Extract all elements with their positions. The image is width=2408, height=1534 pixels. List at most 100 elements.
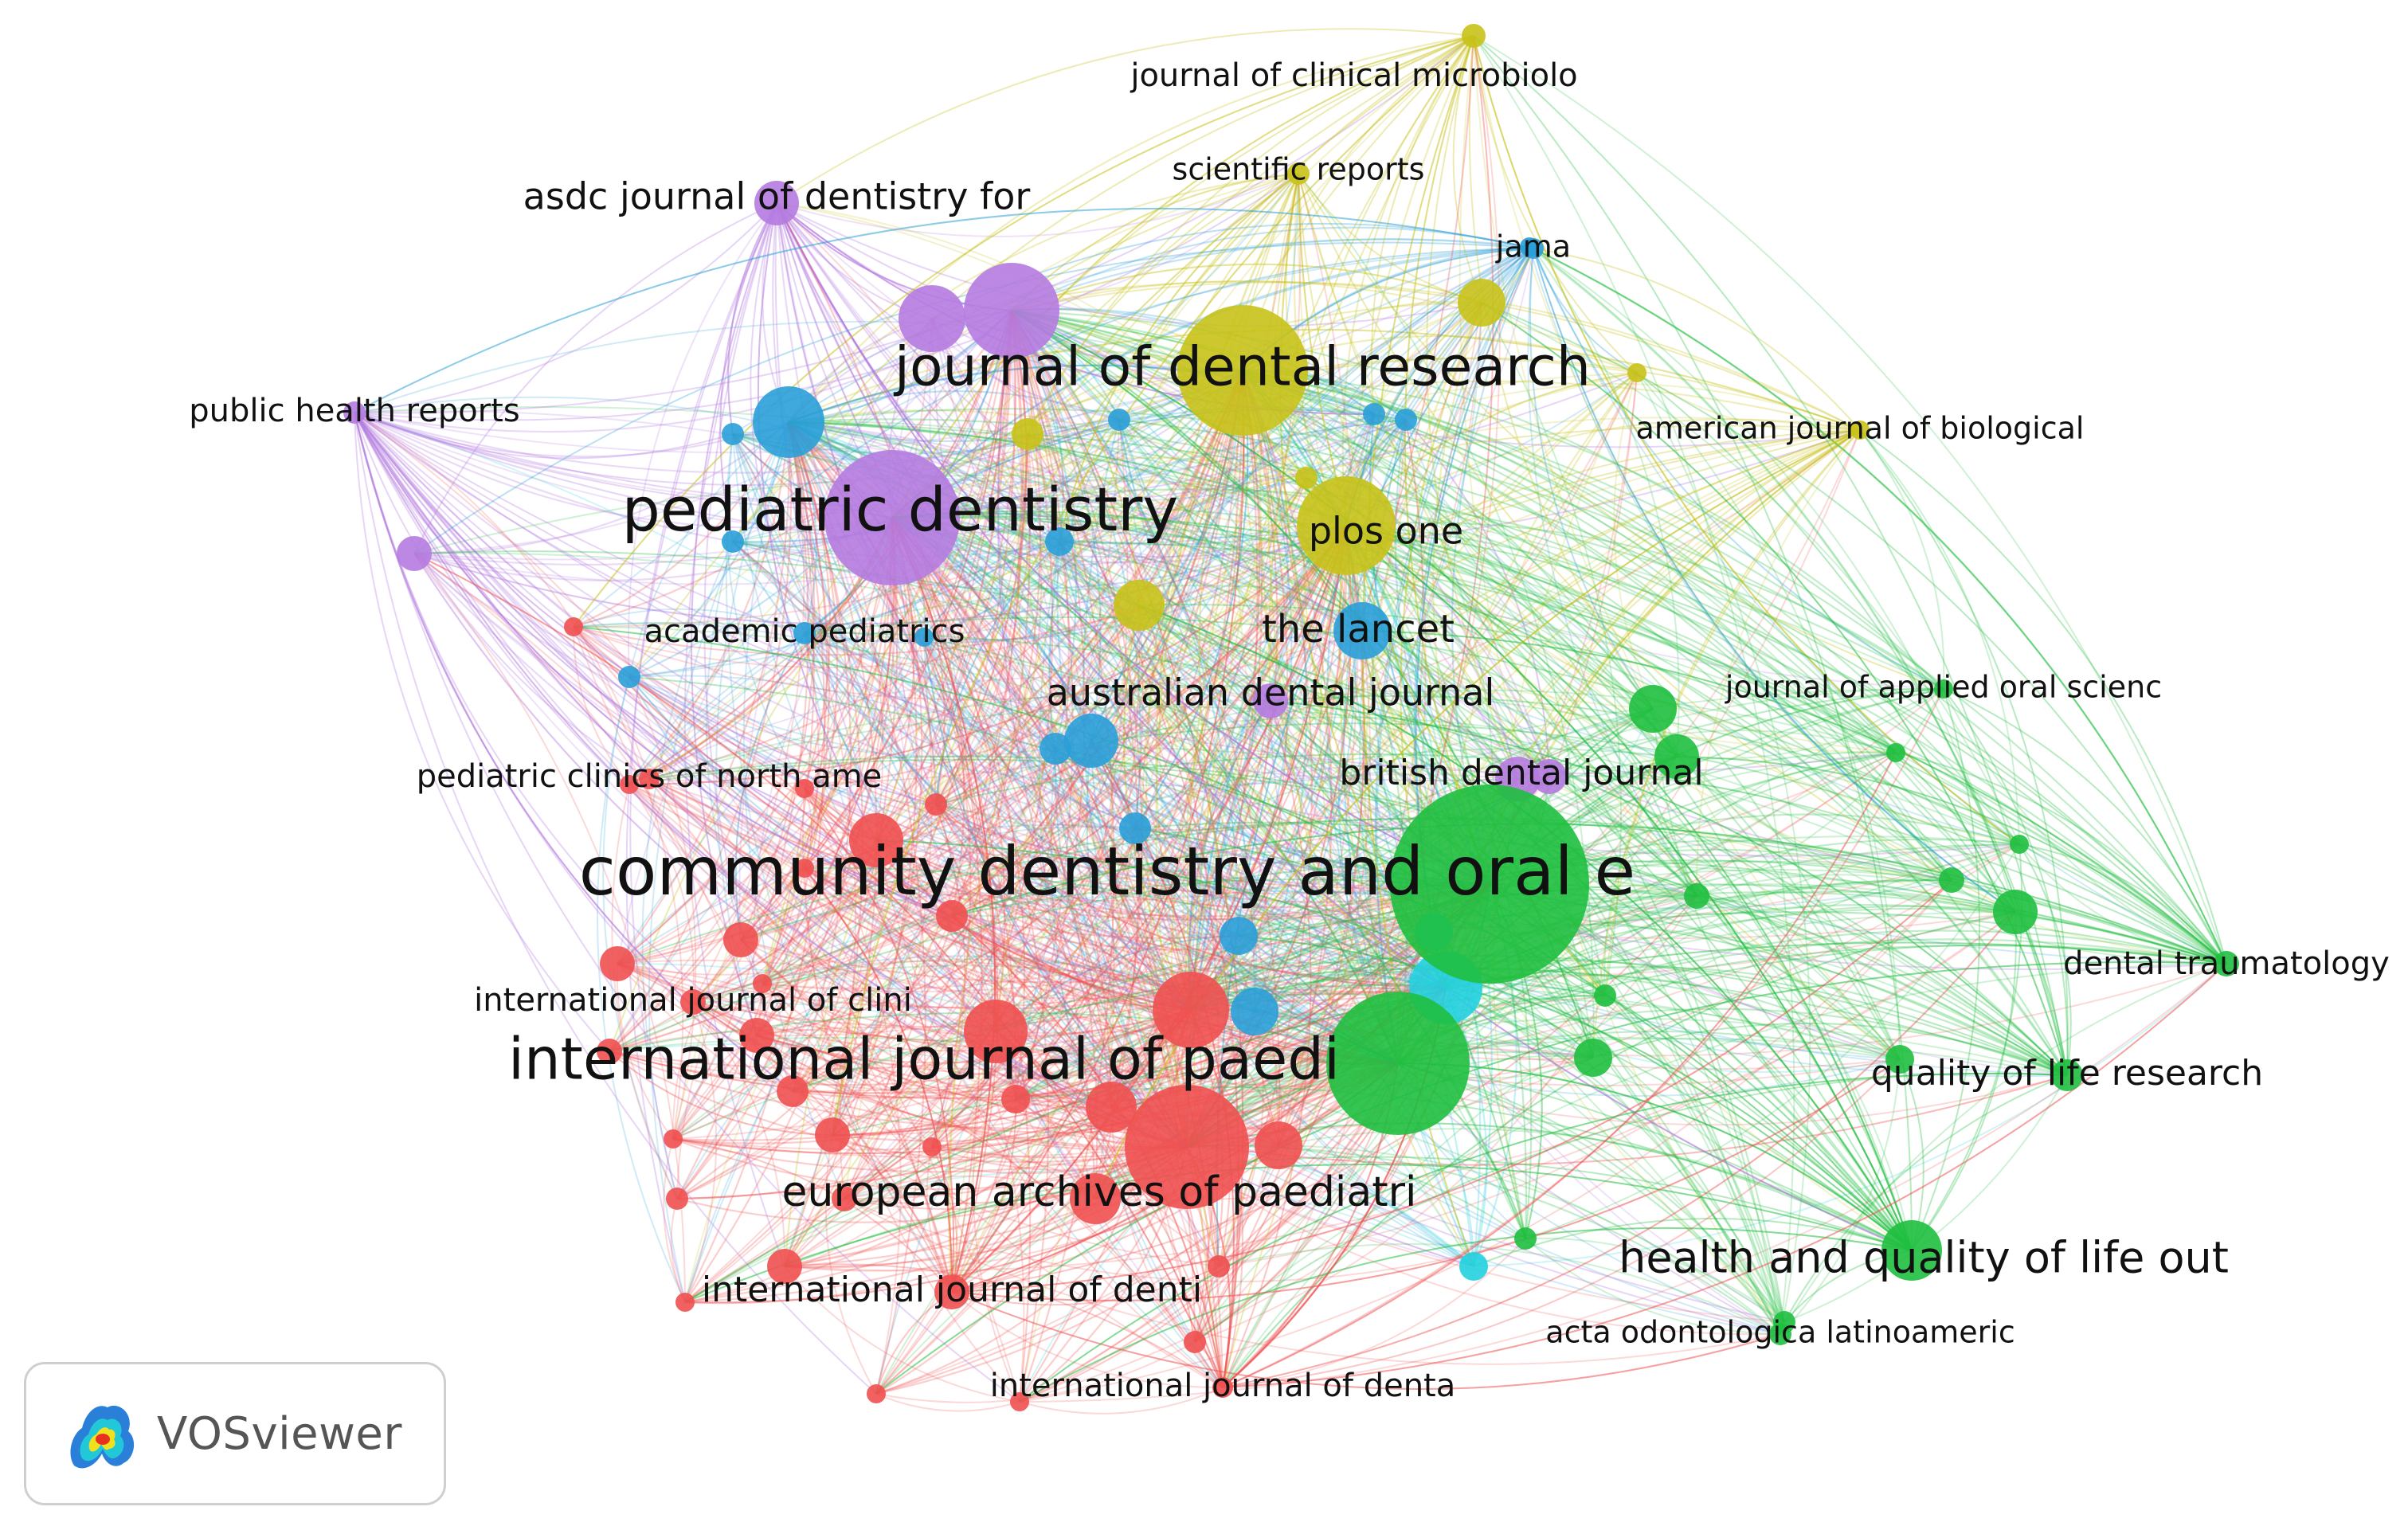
node-ijpd[interactable]	[1326, 992, 1470, 1135]
network-node[interactable]	[1108, 409, 1130, 431]
network-link	[1090, 173, 1299, 742]
network-node[interactable]	[675, 1293, 695, 1312]
network-node[interactable]	[1208, 1255, 1230, 1278]
network-link	[1019, 372, 1638, 1403]
network-node[interactable]	[753, 386, 824, 458]
node-pd[interactable]	[824, 450, 960, 585]
network-link	[740, 882, 1490, 984]
node-hqlo[interactable]	[1881, 1220, 1942, 1281]
network-node[interactable]	[1125, 1085, 1249, 1209]
network-node[interactable]	[925, 793, 947, 816]
node-cdoe[interactable]	[1390, 785, 1589, 984]
network-node[interactable]	[666, 1188, 688, 1210]
network-node[interactable]	[1459, 1252, 1488, 1281]
network-node[interactable]	[1045, 527, 1074, 556]
network-link	[1138, 605, 1594, 1059]
node-sr[interactable]	[1287, 162, 1310, 185]
network-node[interactable]	[722, 423, 744, 445]
network-node[interactable]	[2010, 835, 2029, 854]
node-ijdenta[interactable]	[1212, 1377, 1233, 1398]
network-node[interactable]	[899, 285, 965, 352]
network-node[interactable]	[1993, 890, 2038, 934]
network-link	[573, 622, 1056, 749]
node-ajb[interactable]	[1850, 421, 1870, 440]
node-pcna[interactable]	[639, 769, 660, 789]
network-node[interactable]	[1184, 1331, 1206, 1353]
network-node[interactable]	[1114, 580, 1165, 631]
network-node[interactable]	[618, 666, 640, 688]
network-node[interactable]	[620, 775, 639, 794]
network-node[interactable]	[1010, 1392, 1029, 1411]
network-node[interactable]	[1886, 743, 1905, 762]
network-node[interactable]	[564, 617, 583, 636]
network-node[interactable]	[849, 813, 903, 867]
network-node[interactable]	[1086, 1082, 1137, 1133]
network-node[interactable]	[1885, 1045, 1914, 1074]
network-node[interactable]	[722, 530, 744, 553]
node-plos[interactable]	[1297, 476, 1396, 575]
network-node[interactable]	[1627, 363, 1646, 382]
network-node[interactable]	[753, 974, 772, 993]
node-asdc[interactable]	[754, 181, 799, 225]
network-node[interactable]	[1395, 409, 1417, 431]
network-node[interactable]	[1684, 883, 1709, 909]
node-dt[interactable]	[2214, 951, 2239, 976]
node-ijclin[interactable]	[680, 989, 706, 1015]
network-node[interactable]	[964, 263, 1059, 358]
network-node[interactable]	[1220, 917, 1258, 955]
network-node[interactable]	[914, 628, 934, 647]
network-node[interactable]	[1295, 467, 1318, 489]
node-jama[interactable]	[1523, 238, 1544, 259]
network-node[interactable]	[1064, 714, 1118, 768]
network-node[interactable]	[723, 922, 758, 957]
network-link	[1059, 173, 1299, 542]
network-node[interactable]	[600, 946, 635, 981]
network-node[interactable]	[664, 1129, 683, 1149]
network-node[interactable]	[1458, 279, 1505, 327]
node-phr[interactable]	[343, 401, 366, 424]
network-node[interactable]	[1773, 1311, 1795, 1333]
network-node[interactable]	[1040, 733, 1071, 765]
network-node[interactable]	[1001, 1085, 1030, 1113]
network-link	[628, 784, 996, 1032]
network-node[interactable]	[1255, 1121, 1302, 1169]
network-node[interactable]	[795, 859, 814, 878]
network-node[interactable]	[1574, 1039, 1612, 1077]
network-node[interactable]	[1939, 867, 1964, 893]
network-node[interactable]	[1231, 988, 1278, 1035]
network-node[interactable]	[832, 1186, 857, 1211]
network-node[interactable]	[922, 1137, 942, 1156]
node-adj[interactable]	[1253, 683, 1288, 718]
network-link	[1194, 173, 1360, 1343]
network-link	[1137, 605, 1399, 1064]
network-node[interactable]	[1153, 972, 1229, 1048]
network-node[interactable]	[597, 1039, 622, 1064]
network-node[interactable]	[1363, 403, 1385, 425]
network-node[interactable]	[767, 1249, 802, 1284]
node-acped[interactable]	[793, 622, 816, 644]
network-link	[684, 740, 1092, 1303]
network-node[interactable]	[964, 1000, 1028, 1063]
network-node[interactable]	[1119, 812, 1151, 844]
node-jaos[interactable]	[1934, 679, 1953, 699]
network-node[interactable]	[936, 900, 968, 932]
network-node[interactable]	[777, 1075, 809, 1107]
node-jdr[interactable]	[1177, 305, 1308, 436]
node-qolr[interactable]	[2051, 1059, 2083, 1091]
network-node[interactable]	[1532, 759, 1567, 794]
network-node[interactable]	[1514, 1227, 1537, 1250]
network-link	[617, 963, 953, 1293]
network-node[interactable]	[815, 1117, 850, 1152]
network-node[interactable]	[397, 536, 432, 571]
node-jcm[interactable]	[1462, 24, 1486, 48]
network-node[interactable]	[1654, 734, 1699, 779]
node-eapd[interactable]	[1070, 1173, 1121, 1224]
network-node[interactable]	[1012, 418, 1043, 450]
network-node[interactable]	[867, 1384, 886, 1403]
network-node[interactable]	[1594, 984, 1616, 1007]
node-lancet[interactable]	[1333, 602, 1391, 659]
node-ijdenti[interactable]	[934, 1274, 969, 1309]
network-node[interactable]	[1629, 685, 1677, 733]
network-node[interactable]	[795, 779, 814, 798]
network-node[interactable]	[739, 1018, 774, 1053]
